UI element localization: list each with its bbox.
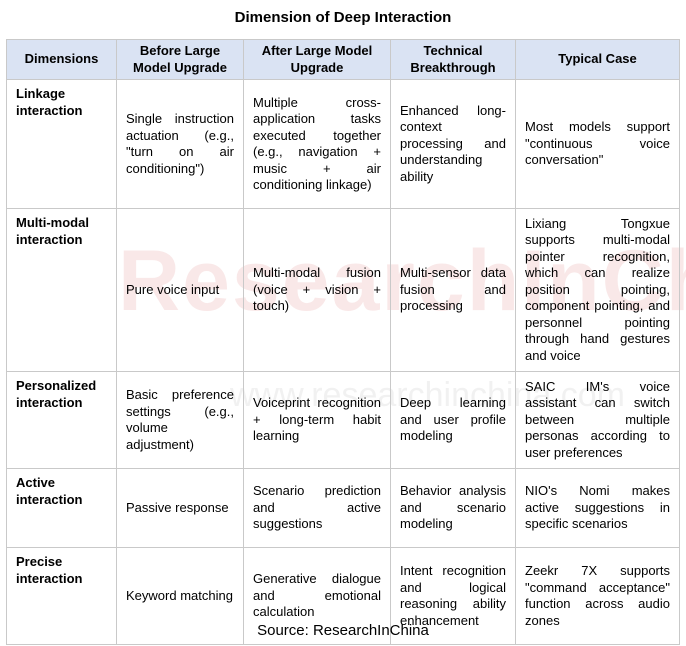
cell-after: Generative dialogue and emotional calcul… — [243, 547, 391, 645]
cell-before: Keyword matching — [116, 547, 244, 645]
cell-breakthrough: Behavior analysis and scenario modeling — [390, 468, 516, 548]
cell-before: Basic preference settings (e.g., volume … — [116, 371, 244, 469]
header-breakthrough: Technical Breakthrough — [390, 39, 516, 80]
cell-case: Zeekr 7X supports "command acceptance" f… — [515, 547, 680, 645]
cell-breakthrough: Deep learning and user profile modeling — [390, 371, 516, 469]
cell-dimension: Precise interaction — [6, 547, 117, 645]
source-note: Source: ResearchInChina — [257, 622, 429, 639]
cell-dimension: Personalized interaction — [6, 371, 117, 469]
interaction-table: Dimensions Before Large Model Upgrade Af… — [6, 39, 680, 645]
cell-dimension: Linkage interaction — [6, 79, 117, 209]
cell-after: Voiceprint recognition + long-term habit… — [243, 371, 391, 469]
cell-dimension: Active interaction — [6, 468, 117, 548]
header-before: Before Large Model Upgrade — [116, 39, 244, 80]
cell-before: Single instruction actuation (e.g., "tur… — [116, 79, 244, 209]
header-case: Typical Case — [515, 39, 680, 80]
cell-after: Multiple cross-application tasks execute… — [243, 79, 391, 209]
cell-case: Most models support "continuous voice co… — [515, 79, 680, 209]
cell-case: NIO's Nomi makes active suggestions in s… — [515, 468, 680, 548]
cell-case: SAIC IM's voice assistant can switch bet… — [515, 371, 680, 469]
header-row: Dimensions Before Large Model Upgrade Af… — [6, 39, 680, 80]
table-row: Multi-modal interaction Pure voice input… — [6, 208, 680, 372]
cell-case: Lixiang Tongxue supports multi-modal poi… — [515, 208, 680, 372]
table-title: Dimension of Deep Interaction — [234, 9, 452, 26]
table-row: Linkage interaction Single instruction a… — [6, 79, 680, 209]
cell-after: Scenario prediction and active suggestio… — [243, 468, 391, 548]
table-row: Active interaction Passive response Scen… — [6, 468, 680, 548]
header-after: After Large Model Upgrade — [243, 39, 391, 80]
table-row: Precise interaction Keyword matching Gen… — [6, 547, 680, 645]
cell-breakthrough: Multi-sensor data fusion and processing — [390, 208, 516, 372]
cell-after: Multi-modal fusion (voice + vision + tou… — [243, 208, 391, 372]
cell-before: Passive response — [116, 468, 244, 548]
header-dimensions: Dimensions — [6, 39, 117, 80]
table-row: Personalized interaction Basic preferenc… — [6, 371, 680, 469]
cell-dimension: Multi-modal interaction — [6, 208, 117, 372]
cell-before: Pure voice input — [116, 208, 244, 372]
cell-breakthrough: Enhanced long-context processing and und… — [390, 79, 516, 209]
cell-breakthrough: Intent recognition and logical reasoning… — [390, 547, 516, 645]
